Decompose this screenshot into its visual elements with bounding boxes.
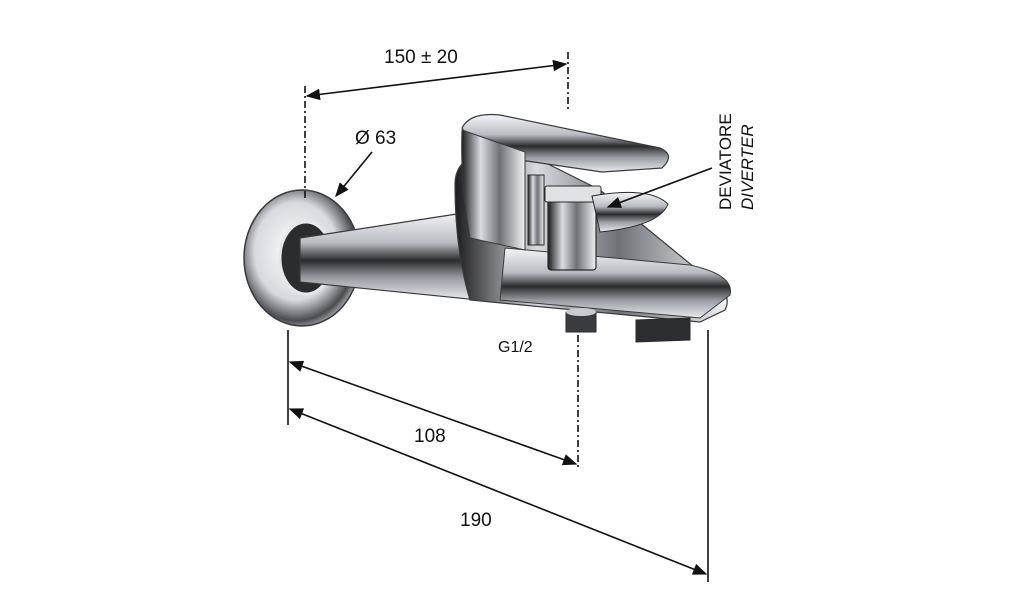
dimension-lines: [287, 52, 713, 582]
faucet-illustration: [243, 113, 731, 343]
dim-arrow-150: [305, 59, 568, 101]
cartridge-neck: [461, 129, 526, 251]
leader-diameter: [335, 151, 373, 198]
diameter-63-label: Ø 63: [355, 128, 396, 149]
spout-top: [499, 247, 731, 319]
diverter-stem: [527, 174, 545, 246]
diverter-knob-cap: [544, 185, 602, 203]
leader-diverter: [606, 167, 713, 208]
diverter-label-en: DIVERTER: [738, 124, 757, 210]
dim-arrow-190: [288, 408, 708, 575]
diverter-knob: [547, 195, 597, 271]
diverter-label-it: DEVIATORE: [716, 113, 735, 210]
dimension-150-label: 150 ± 20: [384, 47, 458, 68]
dimension-190-label: 190: [460, 510, 492, 531]
inlet-nipple-top: [566, 308, 596, 316]
thread-g12-label: G1/2: [498, 339, 533, 356]
dimension-108-label: 108: [414, 426, 446, 447]
dim-arrow-108: [288, 360, 578, 466]
spout-outlet: [635, 317, 691, 343]
